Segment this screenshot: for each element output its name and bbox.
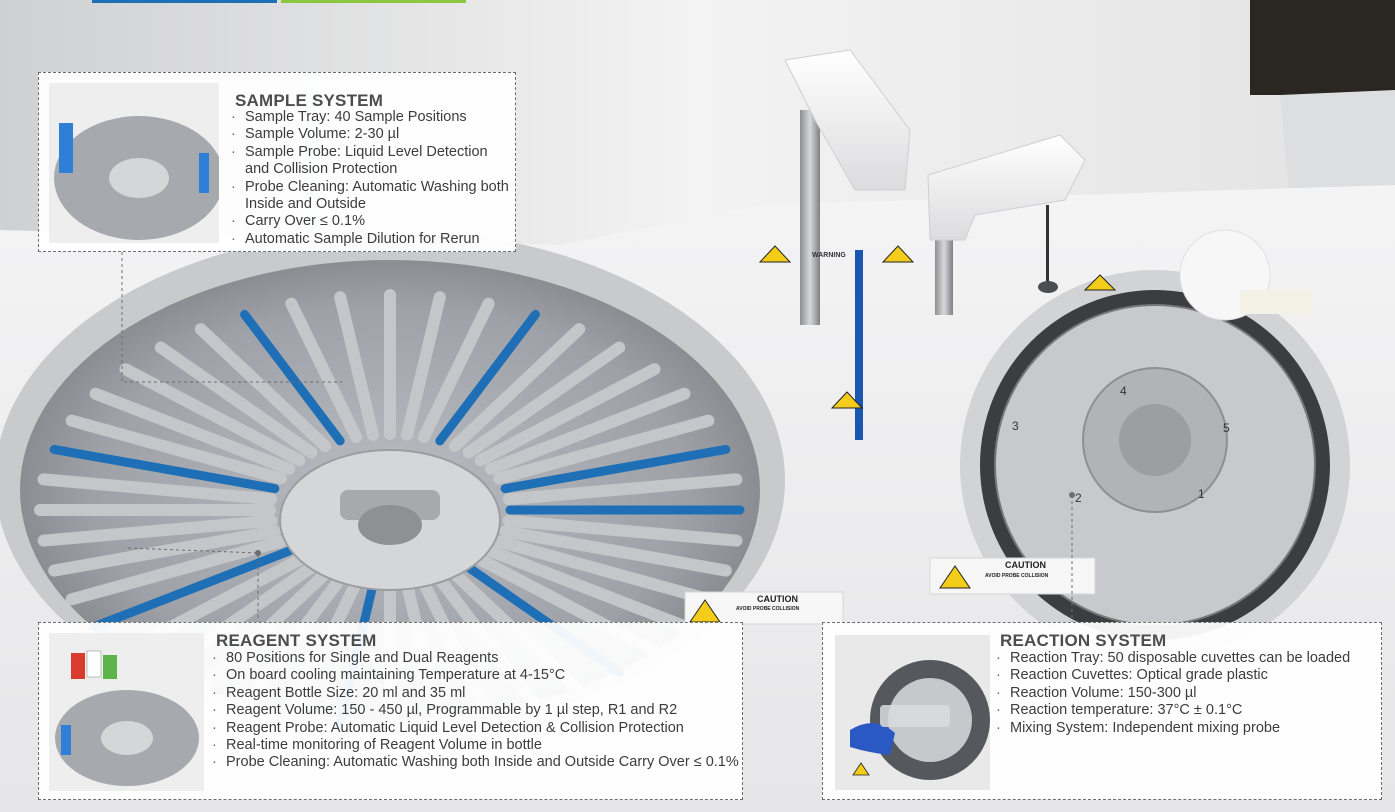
tray-spoke (37, 514, 278, 547)
list-item: Sample Volume: 2-30 µl (229, 126, 514, 143)
caution-subtitle-right: AVOID PROBE COLLISION (985, 573, 1049, 579)
reaction-system-callout: REACTION SYSTEM Reaction Tray: 50 dispos… (822, 622, 1382, 800)
list-item: Reagent Bottle Size: 20 ml and 35 ml (210, 685, 740, 702)
list-item: Sample Tray: 40 Sample Positions (229, 109, 514, 126)
list-item: Probe Cleaning: Automatic Washing both I… (210, 754, 740, 771)
tray-spoke (435, 309, 540, 446)
list-item: Carry Over ≤ 0.1% (229, 213, 514, 230)
reagent-arm-pole (935, 230, 953, 315)
tray-spoke (448, 323, 586, 453)
tray-spoke (484, 545, 691, 633)
tray-spoke (65, 414, 287, 485)
sample-system-title: SAMPLE SYSTEM (235, 91, 384, 110)
list-item: Reagent Volume: 150 - 450 µl, Programmab… (210, 702, 740, 719)
list-item: Reaction Volume: 150-300 µl (994, 685, 1374, 702)
tray-spoke (154, 341, 318, 459)
tray-spoke (401, 291, 446, 441)
reaction-leader-dot (1069, 492, 1075, 498)
biohazard-triangle (1083, 274, 1117, 291)
list-item: Sample Probe: Liquid Level Detection and… (229, 144, 514, 179)
wash-port (1038, 281, 1058, 293)
reagent-system-list: 80 Positions for Single and Dual Reagent… (210, 650, 740, 772)
reagent-probe-arm (927, 134, 1086, 241)
sample-arm-pole (800, 110, 820, 325)
caution-title-left: CAUTION (757, 594, 798, 604)
tray-spoke (493, 535, 715, 606)
reagent-leader-dot (255, 550, 261, 556)
list-item: Mixing System: Independent mixing probe (994, 720, 1374, 737)
sample-system-callout: SAMPLE SYSTEM Sample Tray: 40 Sample Pos… (38, 72, 516, 252)
tray-spoke (37, 473, 278, 506)
tray-number-5: 5 (1223, 421, 1230, 435)
warning-label: WARNING (812, 252, 846, 259)
accent-bar-green (281, 0, 466, 3)
reagent-tray-thumbnail (49, 633, 204, 791)
caution-title-right: CAUTION (1005, 560, 1046, 570)
tray-spoke (194, 323, 332, 453)
tray-spoke (91, 546, 294, 631)
warning-triangle-right (881, 245, 915, 263)
tray-spoke (119, 363, 306, 467)
reaction-tray-thumbnail (835, 635, 990, 790)
tray-number-3: 3 (1012, 419, 1019, 433)
tray-spoke (474, 363, 661, 467)
list-item: Reaction Tray: 50 disposable cuvettes ca… (994, 650, 1374, 667)
list-item: Automatic Sample Dilution for Rerun (229, 231, 514, 248)
accent-bar-blue (92, 0, 277, 3)
reaction-system-title: REACTION SYSTEM (1000, 631, 1167, 650)
tray-spoke (285, 297, 363, 444)
tray-number-4: 4 (1120, 384, 1127, 398)
list-item: Reagent Probe: Automatic Liquid Level De… (210, 720, 740, 737)
tray-center (358, 505, 422, 545)
list-item: Reaction Cuvettes: Optical grade plastic (994, 667, 1374, 684)
reagent-leader-line (127, 547, 259, 622)
sample-probe-arm (784, 49, 911, 191)
list-item: Real-time monitoring of Reagent Volume i… (210, 737, 740, 754)
tray-spoke (240, 309, 345, 446)
tray-number-1: 1 (1198, 487, 1205, 501)
caution-triangle-right (939, 565, 971, 589)
tray-spoke (462, 341, 626, 459)
tray-spoke (417, 297, 495, 444)
list-item: On board cooling maintaining Temperature… (210, 667, 740, 684)
list-item: Reaction temperature: 37°C ± 0.1°C (994, 702, 1374, 719)
biohazard-probe-triangle (830, 391, 864, 409)
list-item: Probe Cleaning: Automatic Washing both I… (229, 179, 514, 214)
tray-spoke (89, 387, 296, 475)
sample-leader-line (121, 252, 342, 383)
sample-tray-thumbnail (49, 83, 219, 243)
tray-spoke (502, 514, 743, 547)
tray-spoke (499, 525, 732, 577)
reaction-center (1119, 404, 1191, 476)
reagent-system-title: REAGENT SYSTEM (216, 631, 377, 650)
tray-spoke (500, 444, 731, 494)
tray-spoke (484, 387, 691, 475)
sample-system-list: Sample Tray: 40 Sample Positions Sample … (229, 109, 514, 248)
tray-spoke (493, 414, 715, 485)
tray-spoke (502, 473, 743, 506)
tray-spoke (334, 291, 379, 441)
reagent-system-callout: REAGENT SYSTEM 80 Positions for Single a… (38, 622, 743, 800)
warning-triangle-left (758, 245, 792, 263)
tray-spoke (65, 535, 287, 606)
monitor-edge (1250, 0, 1395, 95)
reaction-system-list: Reaction Tray: 50 disposable cuvettes ca… (994, 650, 1374, 737)
mixing-probe (1046, 205, 1049, 285)
sample-probe (855, 250, 863, 440)
deck-pad (1240, 290, 1312, 314)
tray-spoke (49, 444, 280, 494)
list-item: 80 Positions for Single and Dual Reagent… (210, 650, 740, 667)
tray-number-2: 2 (1075, 491, 1082, 505)
tray-spoke (48, 525, 281, 577)
caution-subtitle-left: AVOID PROBE COLLISION (736, 606, 800, 612)
